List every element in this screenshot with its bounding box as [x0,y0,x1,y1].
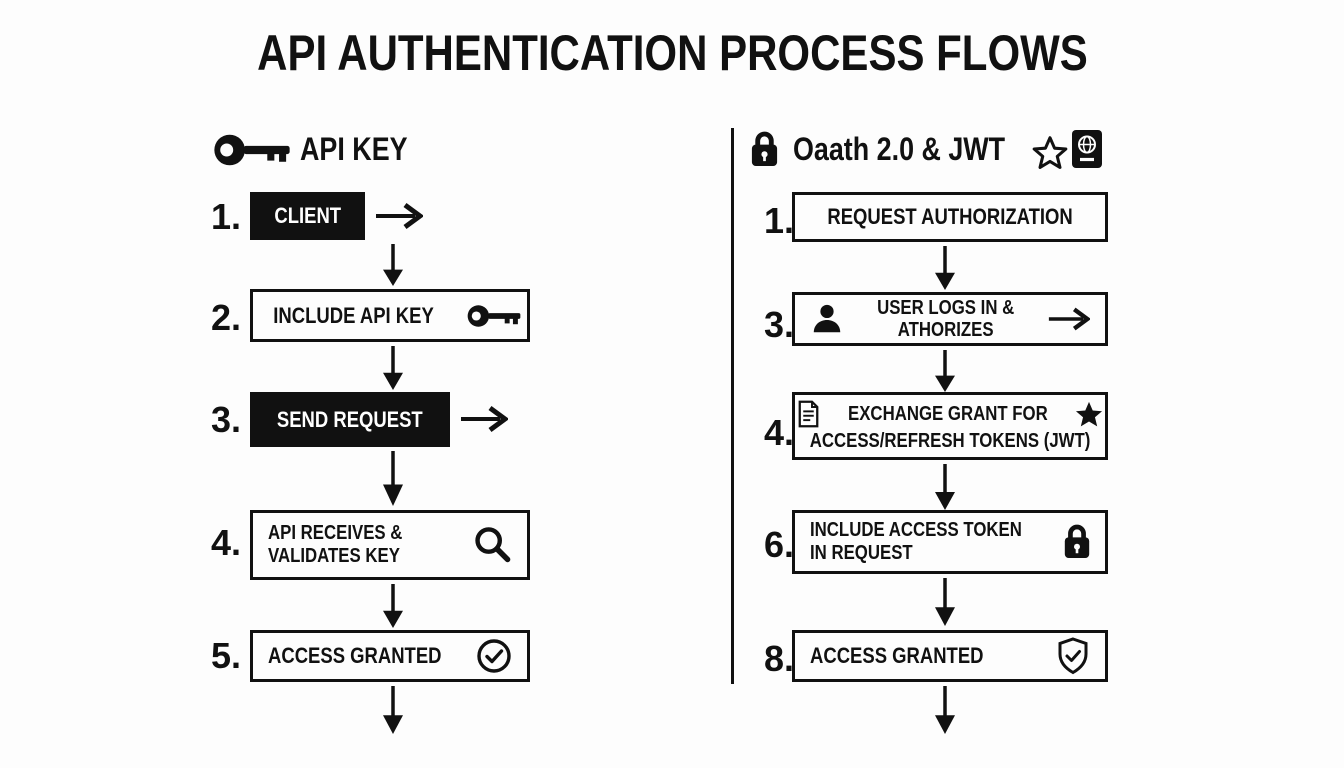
flow-box-line1: EXCHANGE GRANT FOR [797,400,1104,428]
flow-box-request-authorization: REQUEST AUTHORIZATION [792,192,1108,242]
document-icon [797,400,820,428]
right-arrow-icon [460,403,508,435]
api-key-heading: API KEY [300,131,408,167]
person-icon [810,302,844,336]
step-number: 3. [763,304,794,345]
down-arrow-icon [932,464,958,510]
down-arrow-icon [380,686,406,734]
flow-box-exchange-grant: EXCHANGE GRANT FOR ACCESS/REFRESH TOKENS… [792,392,1108,460]
step-number: 4. [763,412,794,453]
flow-box-include-api-key: INCLUDE API KEY [250,289,530,342]
flow-box-label: SEND REQUEST [277,406,423,432]
flow-box-client: CLIENT [250,192,365,240]
step-number: 8. [763,638,794,679]
down-arrow-icon [380,584,406,628]
key-icon [466,302,522,330]
flow-box-validates-key: API RECEIVES & VALIDATES KEY [250,510,530,580]
flow-box-line2: ACCESS/REFRESH TOKENS (JWT) [809,430,1091,452]
down-arrow-icon [932,350,958,392]
flow-box-include-access-token: INCLUDE ACCESS TOKEN IN REQUEST [792,510,1108,574]
down-arrow-icon [932,578,958,626]
step-number: 4. [210,522,241,563]
flow-box-access-granted: ACCESS GRANTED [250,630,530,682]
flow-box-label: CLIENT [274,203,341,228]
down-arrow-icon [380,346,406,390]
star-filled-icon [1075,401,1103,428]
flow-box-label: API RECEIVES & VALIDATES KEY [268,522,403,567]
passport-icon [1070,128,1104,170]
flow-box-access-granted: ACCESS GRANTED [792,630,1108,682]
page-title: API AUTHENTICATION PROCESS FLOWS [256,25,1088,81]
step-number: 2. [210,297,241,338]
oauth-heading: Oaath 2.0 & JWT [793,131,1006,167]
check-circle-icon [476,638,512,674]
step-number: 3. [210,399,241,440]
flow-box-label: USER LOGS IN & ATHORIZES [877,297,1015,341]
step-number: 6. [763,524,794,565]
star-outline-icon [1032,136,1068,170]
column-divider [731,128,734,684]
right-arrow-icon [375,200,423,232]
step-number: 1. [210,196,241,237]
flow-box-label: INCLUDE API KEY [273,302,435,328]
key-icon [211,130,293,170]
lock-icon [1062,523,1092,561]
lock-icon [749,129,780,170]
magnifier-icon [472,525,512,565]
flow-box-label: ACCESS GRANTED [810,643,984,668]
shield-check-icon [1056,637,1090,675]
down-arrow-icon [380,244,406,286]
down-arrow-icon [380,451,406,506]
step-number: 5. [210,635,241,676]
step-number: 1. [763,200,794,241]
flow-box-send-request: SEND REQUEST [250,392,450,447]
down-arrow-icon [932,246,958,290]
right-arrow-icon [1048,305,1090,333]
down-arrow-icon [932,686,958,734]
flow-box-label: ACCESS GRANTED [268,643,442,668]
flow-box-label: REQUEST AUTHORIZATION [827,204,1073,229]
flow-box-user-logs-in: USER LOGS IN & ATHORIZES [792,292,1108,346]
flow-box-label: INCLUDE ACCESS TOKEN IN REQUEST [810,519,1022,564]
